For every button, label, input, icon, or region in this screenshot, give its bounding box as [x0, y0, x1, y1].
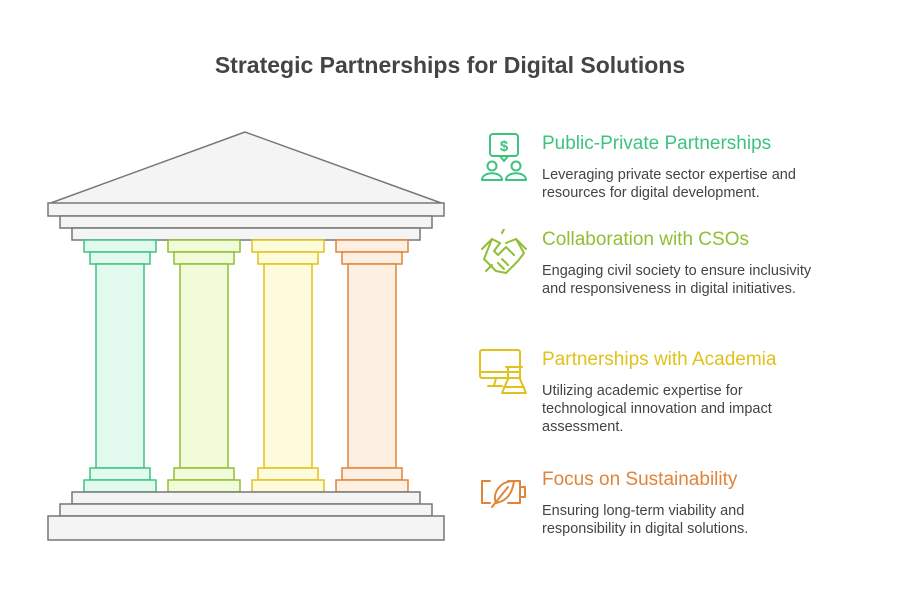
- computer-flask-icon: [479, 349, 527, 394]
- pillar-base-bottom: [83, 479, 157, 493]
- pillars-group: [83, 239, 409, 493]
- temple-step-bottom: [47, 515, 445, 541]
- money-people-icon: $: [481, 133, 527, 181]
- pillar-4: [335, 239, 409, 493]
- temple-step-middle: [59, 503, 433, 517]
- pillar-1: [83, 239, 157, 493]
- pillar-3: [251, 239, 325, 493]
- temple-step-top: [71, 491, 421, 505]
- pillar-shaft: [263, 263, 313, 469]
- pillar-base-bottom: [335, 479, 409, 493]
- pillar-capital-bottom: [257, 251, 319, 265]
- pillar-capital-top: [83, 239, 157, 253]
- pillar-base-top: [173, 467, 235, 481]
- item-description: Utilizing academic expertise for technol…: [542, 383, 772, 435]
- pillar-capital-top: [167, 239, 241, 253]
- pillar-shaft: [95, 263, 145, 469]
- pillar-base-bottom: [167, 479, 241, 493]
- svg-text:$: $: [500, 138, 509, 155]
- pillar-capital-top: [251, 239, 325, 253]
- temple-roof: [47, 131, 445, 205]
- pillar-shaft: [347, 263, 397, 469]
- temple-diagram: [47, 131, 445, 541]
- pillar-capital-top: [335, 239, 409, 253]
- item-title: Partnerships with Academia: [542, 349, 777, 370]
- pillar-base-top: [257, 467, 319, 481]
- pillar-capital-bottom: [89, 251, 151, 265]
- pillar-2: [167, 239, 241, 493]
- temple-architrave: [71, 227, 421, 241]
- pillar-capital-bottom: [341, 251, 403, 265]
- pillar-shaft: [179, 263, 229, 469]
- temple-entablature: [59, 215, 433, 229]
- item-title: Collaboration with CSOs: [542, 229, 749, 250]
- item-description: Engaging civil society to ensure inclusi…: [542, 263, 812, 297]
- pillar-base-bottom: [251, 479, 325, 493]
- temple-roof-base: [47, 202, 445, 217]
- item-title: Public-Private Partnerships: [542, 133, 772, 154]
- item-description: Ensuring long-term viability and respons…: [542, 503, 749, 537]
- pillar-base-top: [89, 467, 151, 481]
- eco-battery-icon: [481, 480, 526, 508]
- page-title: Strategic Partnerships for Digital Solut…: [214, 52, 686, 78]
- item-description: Leveraging private sector expertise and …: [542, 167, 796, 201]
- pillar-capital-bottom: [173, 251, 235, 265]
- item-title: Focus on Sustainability: [542, 469, 738, 490]
- pillar-base-top: [341, 467, 403, 481]
- handshake-icon: [481, 229, 527, 274]
